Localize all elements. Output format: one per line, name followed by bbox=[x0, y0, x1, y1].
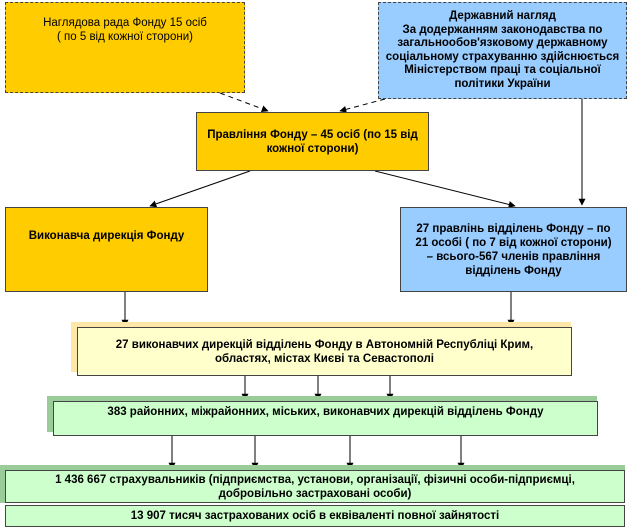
executive-directorate-box: Виконавча дирекція Фонду bbox=[5, 207, 208, 292]
fund-board-box: Правління Фонду – 45 осіб (по 15 від кож… bbox=[196, 112, 429, 171]
regional-directorates-box: 27 виконавчих дирекцій відділень Фонду в… bbox=[77, 327, 572, 376]
dashed-arrow-state-to-board bbox=[339, 98, 386, 113]
insurers-label: 1 436 667 страхувальників (підприємства,… bbox=[55, 473, 575, 500]
arrow-board-to-branch-boards bbox=[374, 170, 516, 208]
state-supervision-box: Державний нагляд За додержанням законода… bbox=[378, 2, 627, 99]
arrow-board-to-executive bbox=[149, 170, 251, 208]
supervisory-board-box: Наглядова рада Фонду 15 осіб ( по 5 від … bbox=[5, 2, 245, 93]
regional-directorates-label: 27 виконавчих дирекцій відділень Фонду в… bbox=[115, 338, 534, 365]
insured-persons-label: 13 907 тисяч застрахованих осіб в еквіва… bbox=[130, 510, 500, 522]
insurers-box: 1 436 667 страхувальників (підприємства,… bbox=[5, 470, 625, 503]
state-supervision-label: Державний нагляд За додержанням законода… bbox=[385, 10, 620, 90]
fund-board-label: Правління Фонду – 45 осіб (по 15 від кож… bbox=[207, 128, 418, 155]
branch-boards-box: 27 правлінь відділень Фонду – по 21 особ… bbox=[400, 207, 627, 292]
insured-persons-box: 13 907 тисяч застрахованих осіб в еквіва… bbox=[5, 505, 625, 527]
branch-boards-label: 27 правлінь відділень Фонду – по 21 особ… bbox=[415, 222, 612, 277]
dashed-arrow-supervisory-to-board bbox=[219, 92, 269, 113]
district-directorates-box: 383 районних, міжрайонних, міських, вико… bbox=[53, 401, 598, 436]
district-directorates-label: 383 районних, міжрайонних, міських, вико… bbox=[107, 406, 544, 418]
supervisory-board-label: Наглядова рада Фонду 15 осіб ( по 5 від … bbox=[43, 17, 207, 43]
executive-directorate-label: Виконавча дирекція Фонду bbox=[28, 230, 185, 242]
